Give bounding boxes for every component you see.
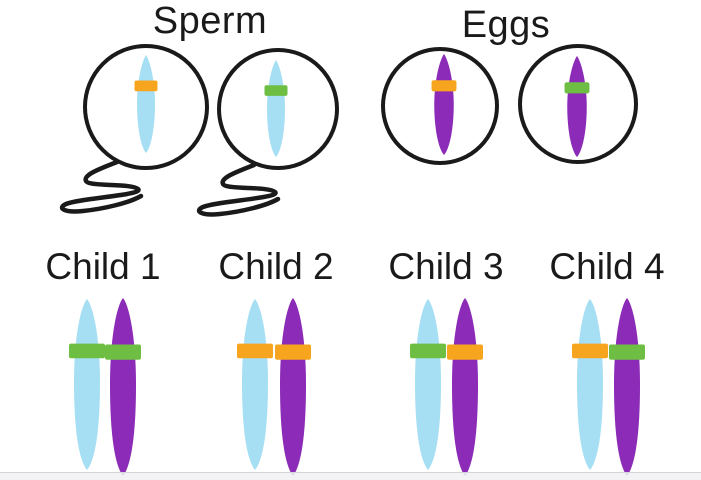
child-4-maternal-gene-band bbox=[609, 344, 645, 360]
child-3-maternal-chromosome bbox=[447, 298, 483, 476]
sperm-section-title: Sperm bbox=[152, 0, 268, 42]
child-2-maternal-chromosome-body bbox=[280, 298, 306, 476]
egg-1-chromosome-body bbox=[434, 54, 454, 155]
child-3-maternal-gene-band bbox=[447, 344, 483, 360]
child-3-paternal-chromosome-body bbox=[415, 298, 441, 471]
sperm-2-gene-band bbox=[264, 85, 288, 96]
sperm-2-chromosome-body bbox=[267, 59, 285, 158]
sperm-1-tail bbox=[59, 159, 144, 214]
egg-1-chromosome bbox=[431, 54, 457, 155]
child-4-maternal-chromosome bbox=[609, 298, 645, 476]
sperm-1-chromosome-body bbox=[137, 54, 155, 154]
child-2-label: Child 2 bbox=[218, 246, 334, 287]
bottom-edge-bar bbox=[0, 472, 701, 480]
child-4-maternal-chromosome-body bbox=[614, 298, 640, 476]
child-3-paternal-chromosome bbox=[410, 298, 446, 471]
sperm-2-chromosome bbox=[264, 59, 288, 158]
child-1-label: Child 1 bbox=[45, 246, 161, 287]
eggs-section-title: Eggs bbox=[461, 4, 551, 46]
child-4-paternal-gene-band bbox=[572, 343, 608, 359]
child-3-paternal-gene-band bbox=[410, 343, 446, 359]
sperm-2-tail bbox=[196, 162, 281, 217]
egg-2-chromosome-body bbox=[567, 56, 587, 157]
child-3-maternal-chromosome-body bbox=[452, 298, 478, 476]
child-1-paternal-gene-band bbox=[69, 343, 105, 359]
child-4-label: Child 4 bbox=[549, 246, 665, 287]
child-2-paternal-chromosome-body bbox=[242, 298, 268, 471]
egg-1-gene-band bbox=[431, 80, 457, 92]
child-1-maternal-gene-band bbox=[105, 344, 141, 360]
child-2-maternal-gene-band bbox=[275, 344, 311, 360]
sperm-1-chromosome bbox=[134, 54, 158, 154]
child-1-paternal-chromosome bbox=[69, 298, 105, 471]
child-1-paternal-chromosome-body bbox=[74, 298, 100, 471]
egg-2-gene-band bbox=[564, 82, 590, 94]
child-4-paternal-chromosome-body bbox=[577, 298, 603, 471]
sperm-tails-drawing bbox=[59, 159, 281, 217]
sperm-1-gene-band bbox=[134, 80, 158, 92]
child-2-paternal-chromosome bbox=[237, 298, 273, 471]
child-3-label: Child 3 bbox=[388, 246, 504, 287]
child-2-paternal-gene-band bbox=[237, 343, 273, 359]
child-1-maternal-chromosome bbox=[105, 298, 141, 476]
child-4-paternal-chromosome bbox=[572, 298, 608, 471]
child-2-maternal-chromosome bbox=[275, 298, 311, 476]
egg-2-chromosome bbox=[564, 56, 590, 157]
child-1-maternal-chromosome-body bbox=[110, 298, 136, 476]
